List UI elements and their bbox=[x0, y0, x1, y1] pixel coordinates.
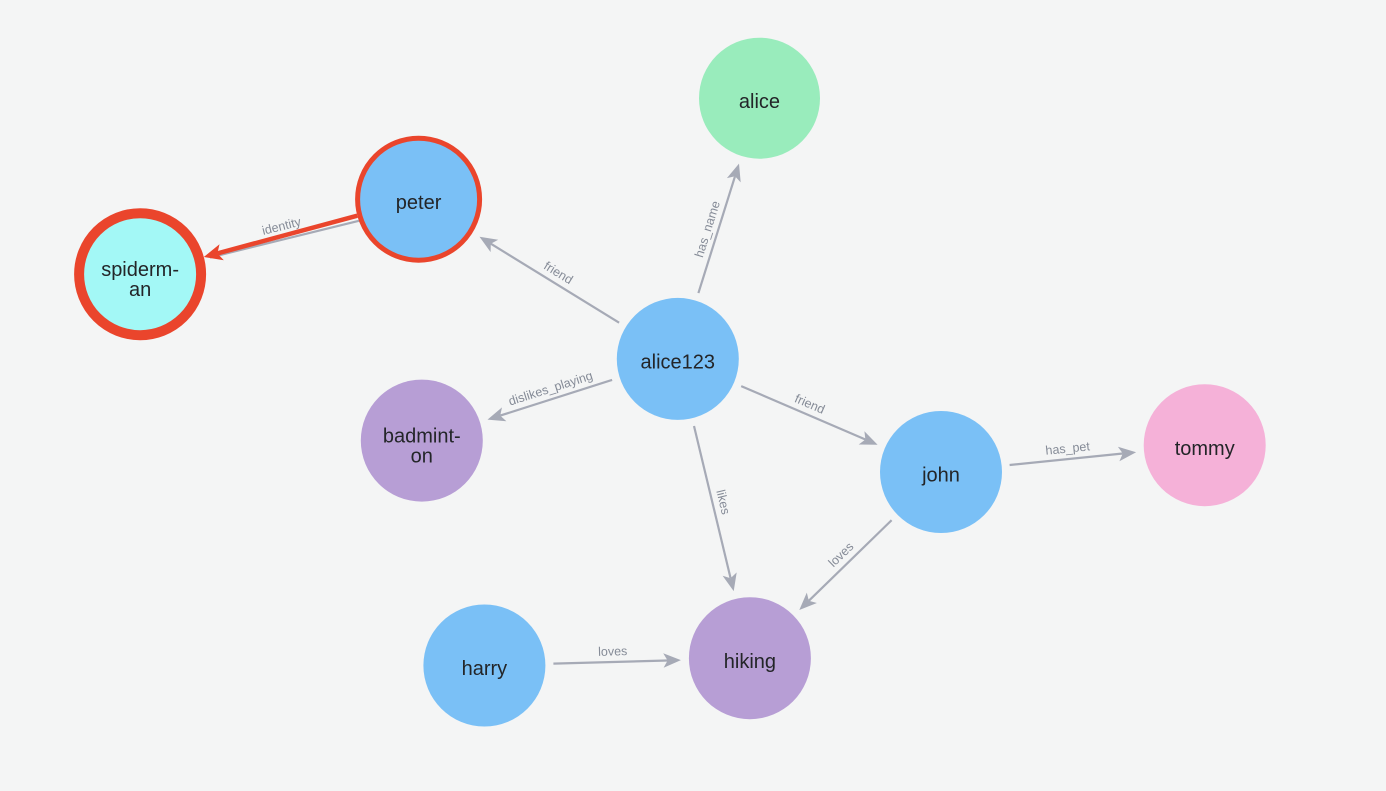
svg-text:likes: likes bbox=[713, 488, 732, 516]
svg-text:badmint-on: badmint-on bbox=[383, 426, 461, 468]
svg-text:friend: friend bbox=[541, 259, 575, 287]
svg-text:has_pet: has_pet bbox=[1045, 439, 1091, 457]
svg-text:dislikes_playing: dislikes_playing bbox=[507, 369, 595, 409]
svg-text:loves: loves bbox=[826, 539, 857, 569]
svg-text:john: john bbox=[921, 465, 960, 487]
svg-text:spiderm-an: spiderm-an bbox=[101, 259, 179, 301]
svg-text:friend: friend bbox=[793, 392, 827, 417]
svg-text:alice123: alice123 bbox=[641, 352, 716, 374]
svg-text:tommy: tommy bbox=[1175, 438, 1235, 460]
svg-text:loves: loves bbox=[598, 644, 628, 659]
svg-text:harry: harry bbox=[462, 658, 508, 680]
svg-text:peter: peter bbox=[396, 192, 442, 214]
svg-text:hiking: hiking bbox=[724, 651, 776, 673]
svg-text:alice: alice bbox=[739, 91, 780, 113]
